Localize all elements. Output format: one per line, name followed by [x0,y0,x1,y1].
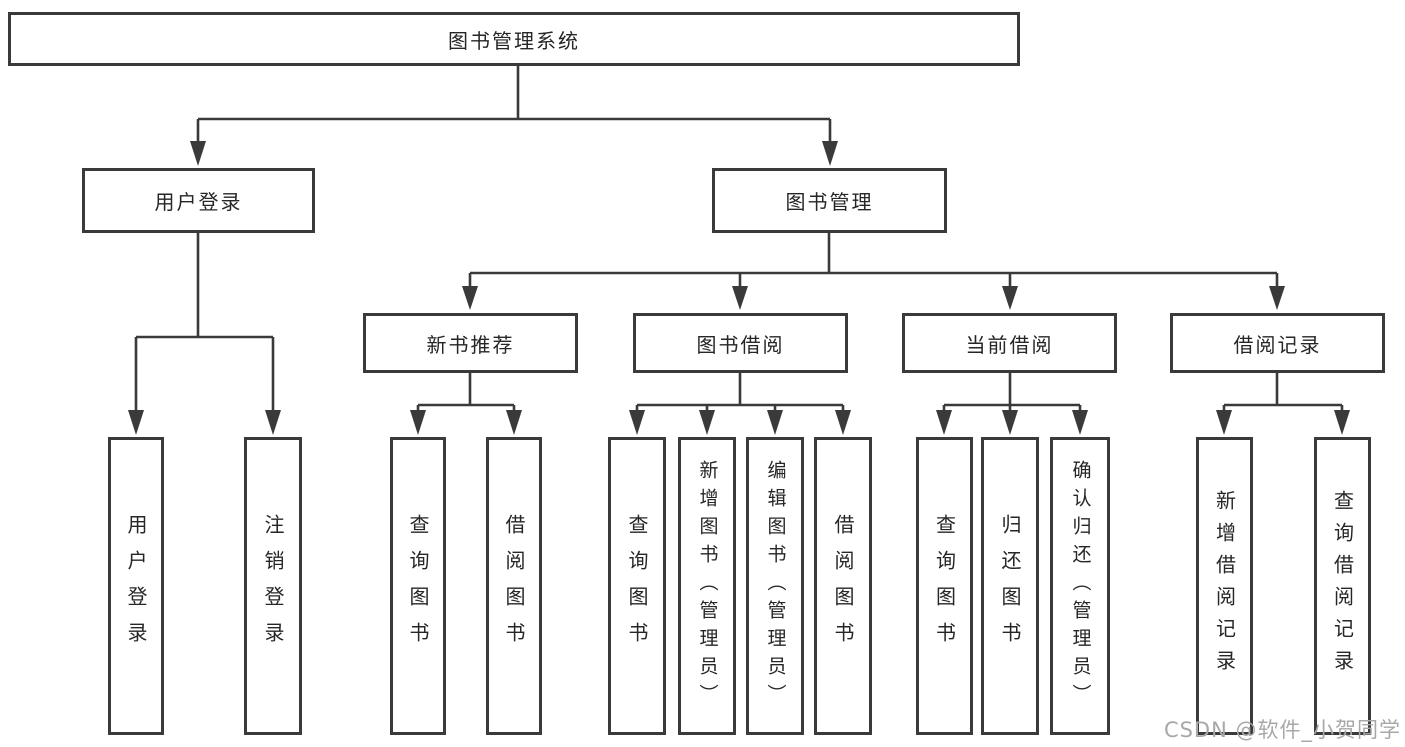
node-current-borrow-label: 当前借阅 [965,332,1054,357]
leaf-records-add: 新增借阅记录 [1196,437,1253,735]
node-new-book-recommend-label: 新书推荐 [426,332,515,357]
node-book-borrow: 图书借阅 [633,313,848,373]
leaf-records-query-label: 查询借阅记录 [1330,490,1355,682]
leaf-newbook-query-label: 查询图书 [406,514,430,658]
leaf-current-confirm: 确认归还（管理员） [1050,437,1110,735]
leaf-current-return: 归还图书 [981,437,1039,735]
leaf-newbook-borrow: 借阅图书 [486,437,542,735]
leaf-bookborrow-edit-label: 编辑图书（管理员） [764,460,787,712]
node-book-borrow-label: 图书借阅 [696,332,785,357]
leaf-bookborrow-add-label: 新增图书（管理员） [696,460,719,712]
leaf-bookborrow-query-label: 查询图书 [625,514,649,658]
leaf-records-query: 查询借阅记录 [1314,437,1371,735]
leaf-logout-label: 注销登录 [261,514,285,658]
node-book-management: 图书管理 [712,168,947,233]
leaf-current-return-label: 归还图书 [998,514,1022,658]
leaf-logout: 注销登录 [244,437,302,735]
leaf-user-login-label: 用户登录 [124,514,148,658]
leaf-bookborrow-edit: 编辑图书（管理员） [746,437,804,735]
leaf-current-query: 查询图书 [916,437,973,735]
leaf-user-login: 用户登录 [108,437,164,735]
node-user-login: 用户登录 [82,168,315,233]
leaf-bookborrow-borrow: 借阅图书 [814,437,872,735]
leaf-newbook-query: 查询图书 [390,437,446,735]
leaf-bookborrow-add: 新增图书（管理员） [678,437,736,735]
watermark: CSDN @软件_小贺同学 [1163,718,1401,742]
node-new-book-recommend: 新书推荐 [363,313,578,373]
node-borrow-records: 借阅记录 [1170,313,1385,373]
leaf-current-query-label: 查询图书 [932,514,957,658]
leaf-records-add-label: 新增借阅记录 [1212,490,1237,682]
leaf-current-confirm-label: 确认归还（管理员） [1069,460,1092,712]
node-root-label: 图书管理系统 [448,28,580,53]
node-book-management-label: 图书管理 [785,190,874,214]
leaf-newbook-borrow-label: 借阅图书 [502,514,526,658]
node-borrow-records-label: 借阅记录 [1233,332,1322,357]
leaf-bookborrow-query: 查询图书 [608,437,666,735]
node-current-borrow: 当前借阅 [902,313,1117,373]
node-user-login-label: 用户登录 [154,190,243,214]
leaf-bookborrow-borrow-label: 借阅图书 [831,514,855,658]
node-root: 图书管理系统 [8,12,1020,66]
